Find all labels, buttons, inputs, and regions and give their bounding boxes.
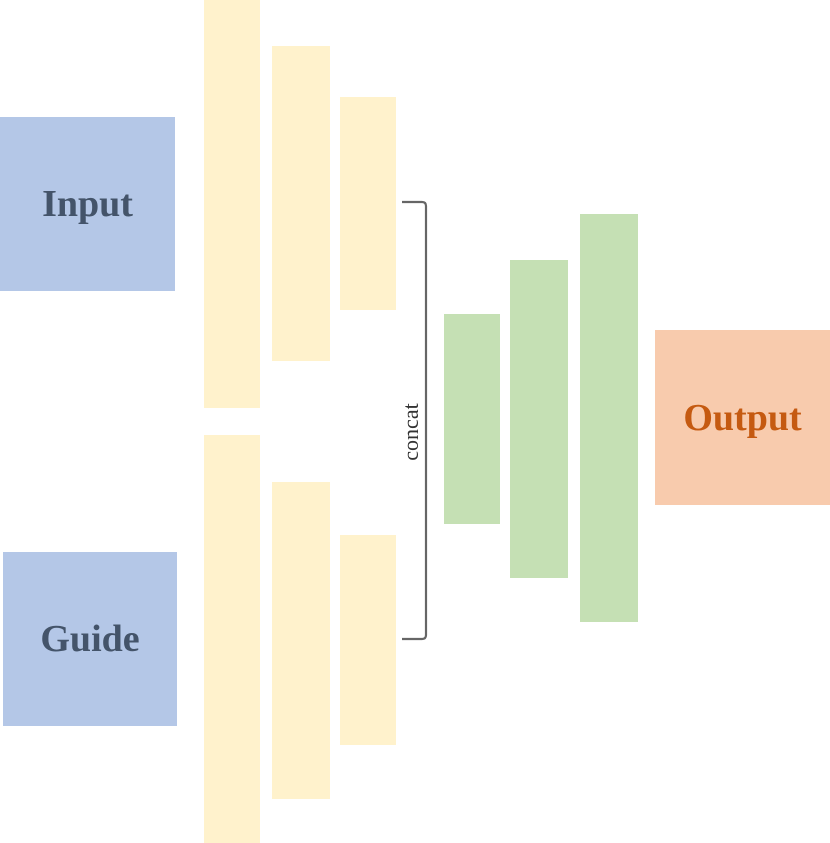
guide-box: Guide <box>3 552 177 726</box>
output-box: Output <box>655 330 830 505</box>
guide-encoder-layer-1 <box>204 435 260 843</box>
decoder-layer-1 <box>444 314 500 524</box>
input-label: Input <box>42 183 133 225</box>
guide-encoder-layer-3 <box>340 535 396 745</box>
input-encoder-layer-1 <box>204 0 260 408</box>
concat-bracket <box>402 200 428 641</box>
guide-encoder-layer-2 <box>272 482 330 799</box>
guide-label: Guide <box>40 618 140 660</box>
output-label: Output <box>683 396 802 439</box>
input-encoder-layer-3 <box>340 97 396 310</box>
decoder-layer-2 <box>510 260 568 578</box>
concat-label: concat <box>398 403 423 461</box>
input-box: Input <box>0 117 175 291</box>
input-encoder-layer-2 <box>272 46 330 361</box>
decoder-layer-3 <box>580 214 638 622</box>
